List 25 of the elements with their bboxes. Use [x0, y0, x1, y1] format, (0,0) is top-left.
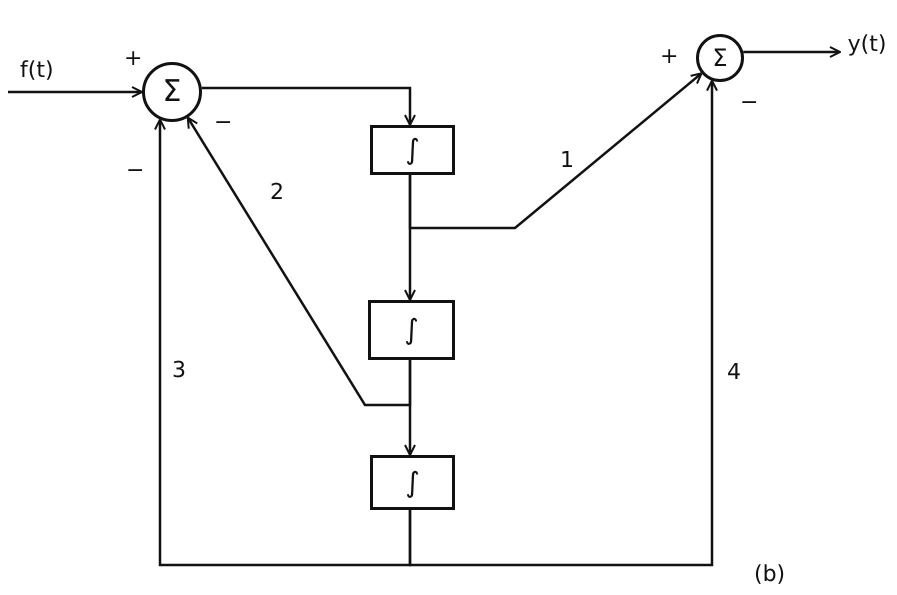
sign-label: − [126, 160, 144, 182]
arrow [154, 118, 412, 566]
integrator-block [370, 125, 455, 175]
sign-label: − [740, 92, 758, 114]
symbol-text: ∫ [405, 136, 420, 164]
sign-label: − [214, 112, 232, 134]
symbol-text: ∫ [405, 468, 420, 496]
integrator-block [368, 300, 455, 360]
arrow [408, 72, 703, 230]
edge-label: f(t) [20, 60, 54, 82]
arrow [186, 116, 412, 406]
symbol-text: ∫ [404, 316, 419, 344]
symbol-text: y(t) [848, 34, 886, 56]
arrow [408, 80, 718, 566]
summing-junction [696, 34, 744, 82]
figure-label: (b) [754, 564, 786, 586]
arrow [8, 86, 143, 98]
symbol-text: Σ [712, 46, 728, 70]
symbol-text: Σ [162, 77, 182, 107]
arrow [743, 46, 841, 58]
summing-junction [142, 62, 202, 122]
integrator-block [370, 455, 455, 510]
arrow [202, 86, 416, 126]
sign-label: + [660, 46, 678, 68]
sign-label: + [124, 48, 142, 70]
